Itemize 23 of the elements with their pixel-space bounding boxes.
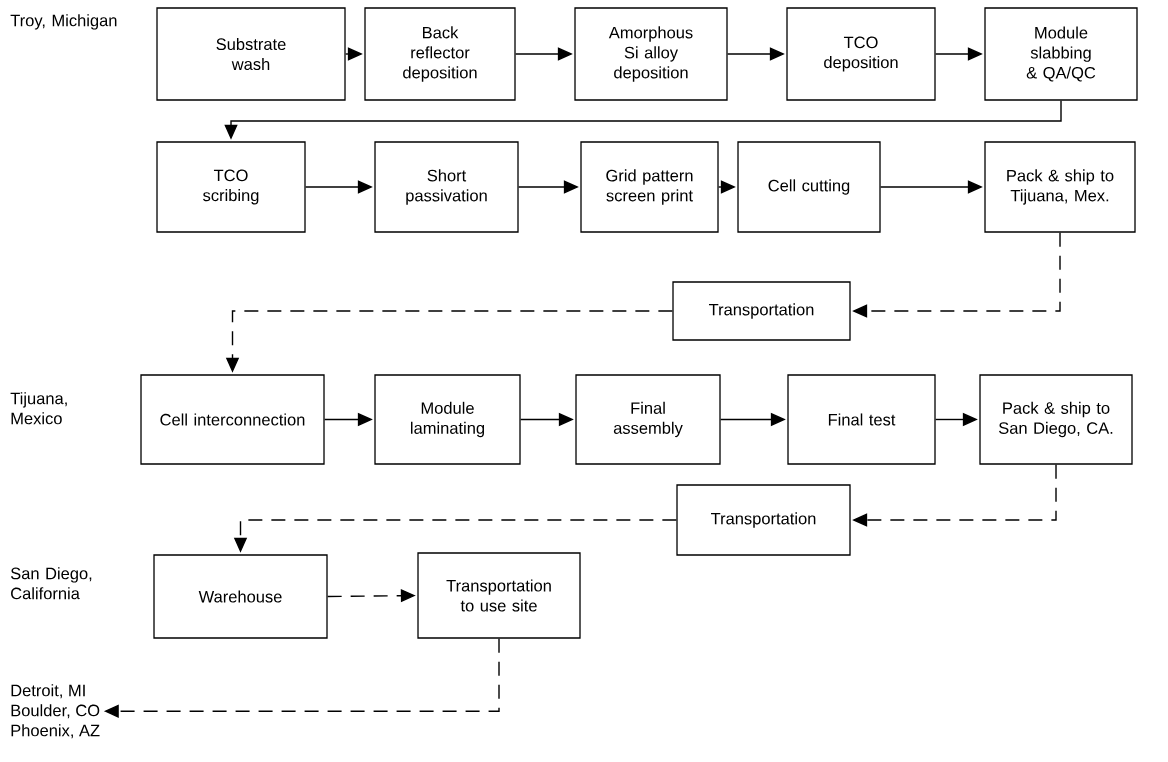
location-label: Tijuana, Mexico — [10, 392, 67, 425]
process-box: Amorphous Si alloy deposition — [574, 7, 728, 101]
process-box: Warehouse — [153, 554, 328, 639]
process-box: Cell interconnection — [140, 374, 325, 465]
process-box: TCO scribing — [156, 141, 306, 233]
process-box: Pack & ship to San Diego, CA. — [979, 374, 1133, 465]
process-box: Transportation — [672, 281, 851, 341]
process-box: Cell cutting — [737, 141, 881, 233]
process-box: Short passivation — [374, 141, 519, 233]
process-box: Transportation to use site — [417, 552, 581, 639]
process-box: Module slabbing & QA/QC — [984, 7, 1138, 101]
process-box: Final assembly — [575, 374, 721, 465]
location-label: San Diego, California — [10, 567, 92, 600]
process-box: TCO deposition — [786, 7, 936, 101]
process-box: Grid pattern screen print — [580, 141, 719, 233]
process-box: Substrate wash — [156, 7, 346, 101]
location-label: Troy, Michigan — [10, 14, 117, 30]
process-box: Back reflector deposition — [364, 7, 516, 101]
process-box: Transportation — [676, 484, 851, 556]
process-box: Pack & ship to Tijuana, Mex. — [984, 141, 1136, 233]
process-box: Module laminating — [374, 374, 521, 465]
process-box: Final test — [787, 374, 936, 465]
destination-label: Detroit, MI Boulder, CO Phoenix, AZ — [11, 684, 100, 739]
